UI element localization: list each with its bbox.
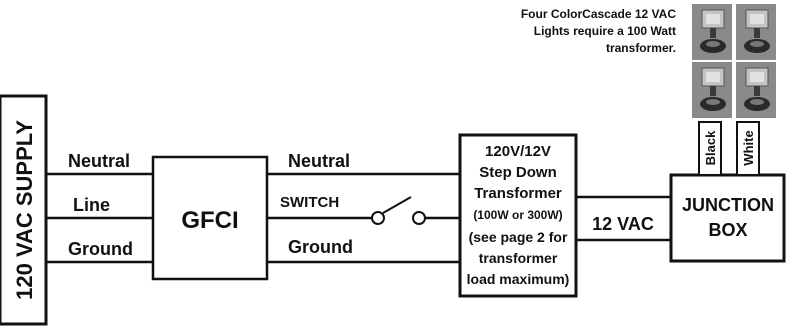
junction-box (669, 173, 786, 263)
neutral-label-left: Neutral (68, 151, 130, 171)
lights-grid (692, 4, 776, 118)
line-label-left: Line (73, 195, 110, 215)
junction-line-1: JUNCTION (682, 195, 774, 215)
transformer-line-5: (see page 2 for (469, 229, 568, 245)
light-fixture-icon (700, 9, 726, 53)
light-fixture-icon (700, 67, 726, 111)
supply-box (0, 94, 48, 326)
black-lead-label: Black (703, 130, 718, 165)
gfci-label: GFCI (181, 207, 238, 234)
light-1 (692, 4, 732, 60)
transformer-line-7: load maximum) (467, 271, 570, 287)
transformer-box (458, 133, 578, 298)
note-line-3: transformer. (606, 41, 676, 55)
neutral-label-mid: Neutral (288, 151, 350, 171)
light-4 (736, 62, 776, 118)
output-voltage-label: 12 VAC (592, 214, 654, 234)
light-2 (736, 4, 776, 60)
switch-label: SWITCH (280, 194, 339, 211)
switch-icon (371, 196, 426, 225)
transformer-line-4: (100W or 300W) (473, 208, 562, 222)
light-fixture-icon (744, 9, 770, 53)
note-line-1: Four ColorCascade 12 VAC (521, 7, 676, 21)
transformer-line-2: Step Down (479, 164, 557, 181)
ground-label-mid: Ground (288, 237, 353, 257)
junction-line-2: BOX (708, 220, 747, 240)
light-fixture-icon (744, 67, 770, 111)
note-line-2: Lights require a 100 Watt (534, 24, 676, 38)
ground-label-left: Ground (68, 239, 133, 259)
gfci-box (151, 155, 269, 281)
transformer-line-3: Transformer (474, 185, 562, 202)
black-lead (698, 121, 722, 176)
supply-label: 120 VAC SUPPLY (12, 120, 37, 300)
transformer-line-1: 120V/12V (485, 143, 551, 160)
white-lead (736, 121, 760, 176)
transformer-line-6: transformer (479, 250, 558, 266)
white-lead-label: White (741, 130, 756, 165)
light-3 (692, 62, 732, 118)
